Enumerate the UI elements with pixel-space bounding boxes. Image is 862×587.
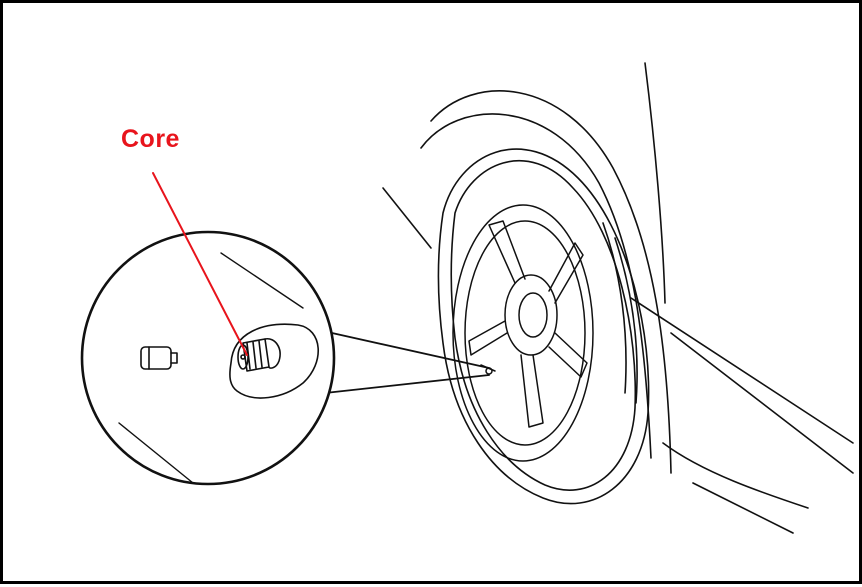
valve-stem-core — [229, 323, 319, 399]
core-label: Core — [121, 125, 180, 153]
magnifier-circle — [80, 230, 336, 486]
tire — [437, 148, 650, 505]
valve-cap — [140, 346, 178, 370]
magnifier-connector — [322, 330, 490, 394]
core-leader-line — [152, 172, 248, 356]
tire-valve-illustration — [80, 62, 854, 534]
wheel-rim — [452, 204, 594, 462]
vehicle-fender — [382, 62, 854, 534]
